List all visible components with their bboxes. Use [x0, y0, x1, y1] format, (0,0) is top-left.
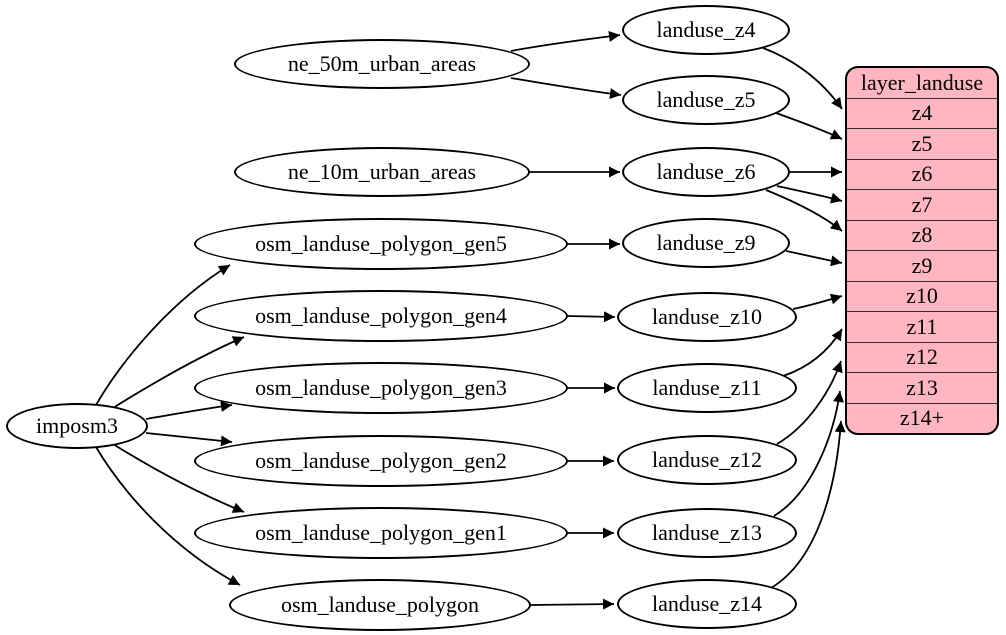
edge-imposm3-to-gen4 [112, 336, 245, 409]
table-row-z8: z8 [847, 219, 997, 251]
node-imposm3: imposm3 [6, 403, 148, 449]
edge-landuse-z14-to-row-z14plus [770, 420, 846, 589]
edge-landuse-z6-to-row-z7 [776, 185, 843, 204]
node-landuse-z10: landuse_z10 [617, 292, 797, 342]
table-row-z9: z9 [847, 250, 997, 281]
edge-landuse-z5-to-row-z5 [775, 112, 843, 140]
node-osm-landuse-polygon-gen3: osm_landuse_polygon_gen3 [194, 362, 568, 414]
node-label: landuse_z5 [656, 87, 756, 112]
node-label: landuse_z14 [652, 591, 762, 616]
table-row-z14plus: z14+ [847, 402, 997, 434]
node-landuse-z14: landuse_z14 [617, 579, 797, 629]
table-row-z6: z6 [847, 158, 997, 190]
edge-landuse-z13-to-row-z13 [773, 390, 844, 517]
edge-landuse-z6-to-row-z8 [765, 189, 843, 232]
node-label: landuse_z6 [656, 159, 756, 184]
edge-landuse-z4-to-row-z4 [762, 47, 843, 110]
node-landuse-z5: landuse_z5 [622, 75, 790, 125]
node-label: imposm3 [36, 413, 118, 438]
table-row-z7: z7 [847, 189, 997, 220]
node-label: ne_50m_urban_areas [287, 51, 477, 76]
node-landuse-z4: landuse_z4 [622, 5, 790, 55]
edge-landuse-z12-to-row-z12 [776, 360, 843, 445]
edge-imposm3-to-polygon [95, 446, 241, 586]
edge-landuse-z9-to-row-z9 [785, 250, 843, 267]
node-osm-landuse-polygon: osm_landuse_polygon [229, 579, 531, 631]
node-label: landuse_z10 [652, 304, 762, 329]
node-ne-50m-urban-areas: ne_50m_urban_areas [234, 39, 530, 89]
node-landuse-z13: landuse_z13 [617, 508, 797, 558]
node-osm-landuse-polygon-gen1: osm_landuse_polygon_gen1 [194, 507, 568, 559]
node-osm-landuse-polygon-gen4: osm_landuse_polygon_gen4 [194, 290, 568, 342]
node-label: osm_landuse_polygon_gen1 [255, 520, 507, 545]
edge-imposm3-to-gen3 [145, 401, 233, 420]
node-label: osm_landuse_polygon_gen2 [255, 448, 507, 473]
node-label: landuse_z12 [652, 447, 762, 472]
node-label: landuse_z4 [656, 17, 756, 42]
table-row-z10: z10 [847, 280, 997, 312]
edge-imposm3-to-gen2 [145, 432, 233, 447]
node-label: osm_landuse_polygon_gen4 [255, 303, 507, 328]
node-label: ne_10m_urban_areas [287, 159, 477, 184]
node-landuse-z9: landuse_z9 [622, 218, 790, 268]
node-landuse-z12: landuse_z12 [617, 435, 797, 485]
edge-ne50m-to-landuse-z4 [510, 30, 621, 52]
table-row-z13: z13 [847, 372, 997, 403]
table-row-z12: z12 [847, 341, 997, 373]
table-row-z4: z4 [847, 97, 997, 129]
node-osm-landuse-polygon-gen5: osm_landuse_polygon_gen5 [194, 218, 568, 270]
edge-imposm3-to-gen1 [112, 443, 245, 513]
table-row-z5: z5 [847, 128, 997, 159]
node-label: landuse_z9 [656, 230, 756, 255]
edge-polygon-to-landuse-z14 [530, 598, 615, 610]
node-label: landuse_z13 [652, 520, 762, 545]
table-header: layer_landuse [860, 69, 984, 95]
node-landuse-z11: landuse_z11 [617, 363, 797, 413]
edge-landuse-z10-to-row-z10 [792, 293, 843, 310]
node-ne-10m-urban-areas: ne_10m_urban_areas [234, 147, 530, 197]
node-layer-landuse-table: layer_landuse z4 z5 z6 z7 z8 z9 z10 z11 … [845, 66, 999, 435]
edge-imposm3-to-gen5 [95, 264, 231, 406]
edge-gen4-to-landuse-z10 [567, 311, 616, 323]
node-landuse-z6: landuse_z6 [622, 147, 790, 197]
edge-ne50m-to-landuse-z5 [510, 77, 622, 100]
node-osm-landuse-polygon-gen2: osm_landuse_polygon_gen2 [194, 435, 568, 487]
node-label: osm_landuse_polygon_gen5 [255, 231, 507, 256]
table-row-z11: z11 [847, 311, 997, 342]
edge-landuse-z11-to-row-z11 [782, 328, 843, 377]
node-label: osm_landuse_polygon_gen3 [255, 375, 507, 400]
node-label: osm_landuse_polygon [281, 592, 479, 617]
node-label: landuse_z11 [652, 375, 762, 400]
